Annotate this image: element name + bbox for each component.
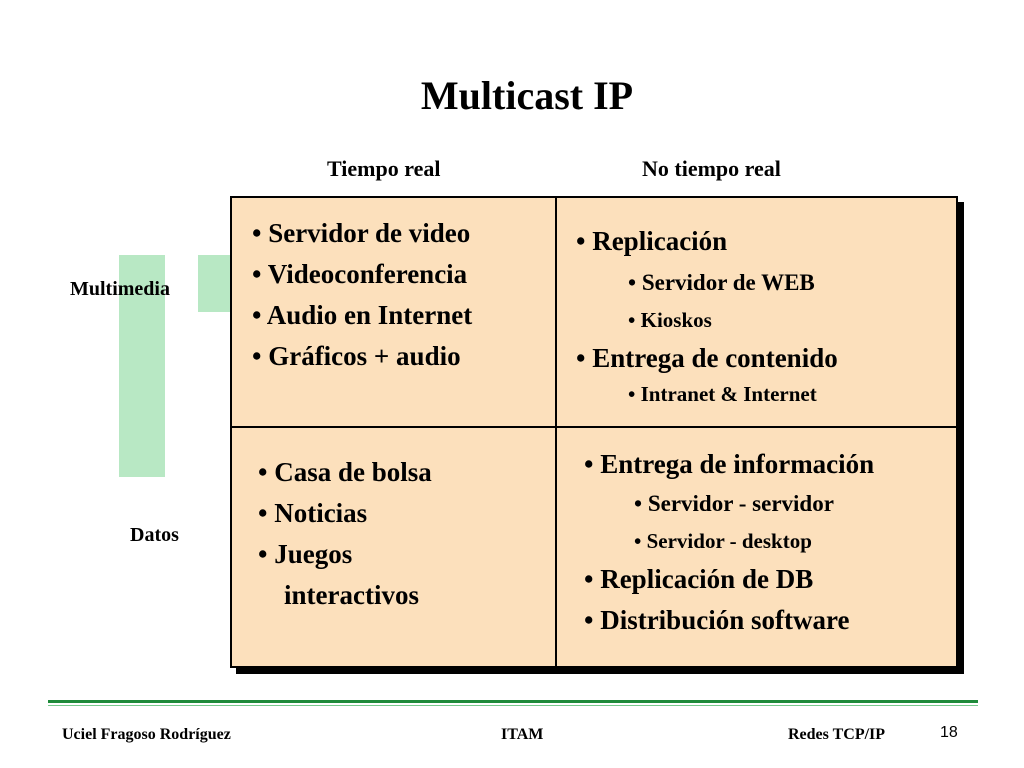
grid-vertical-divider <box>555 198 557 666</box>
column-header-tiempo-real: Tiempo real <box>327 156 441 181</box>
list-item: • Videoconferencia <box>252 259 468 289</box>
list-item: • Juegos <box>258 539 353 569</box>
list-item: • Servidor de WEB <box>628 270 815 295</box>
list-item: • Entrega de información <box>584 449 875 479</box>
multimedia-connector-bar <box>198 255 232 312</box>
list-item: • Servidor de video <box>252 218 471 248</box>
list-item: • Intranet & Internet <box>628 382 817 406</box>
list-item: • Replicación de DB <box>584 564 814 594</box>
list-item: • Servidor - desktop <box>634 529 812 553</box>
row-label-datos: Datos <box>130 524 179 546</box>
footer-author: Uciel Fragoso Rodríguez <box>62 726 231 743</box>
column-header-no-tiempo-real: No tiempo real <box>642 156 781 181</box>
list-item: • Gráficos + audio <box>252 341 461 371</box>
footer-rule-green <box>48 700 978 703</box>
matrix-grid: • Servidor de video • Videoconferencia •… <box>230 196 958 668</box>
list-item: • Entrega de contenido <box>576 343 838 373</box>
list-item: • Distribución software <box>584 605 850 635</box>
list-item: • Noticias <box>258 498 368 528</box>
page-number: 18 <box>940 724 958 741</box>
footer-institution: ITAM <box>501 726 544 743</box>
grid-horizontal-divider <box>232 426 956 428</box>
list-item: • Audio en Internet <box>252 300 473 330</box>
list-item: • Casa de bolsa <box>258 457 432 487</box>
footer-course: Redes TCP/IP <box>788 726 886 743</box>
footer-rule-light <box>48 705 978 706</box>
row-label-multimedia: Multimedia <box>70 278 170 300</box>
list-item: • Kioskos <box>628 308 712 332</box>
list-item-continuation: interactivos <box>284 580 419 610</box>
list-item: • Replicación <box>576 226 728 256</box>
slide-title: Multicast IP <box>420 73 634 118</box>
list-item: • Servidor - servidor <box>634 491 834 516</box>
multimedia-bracket-bar <box>119 255 165 477</box>
